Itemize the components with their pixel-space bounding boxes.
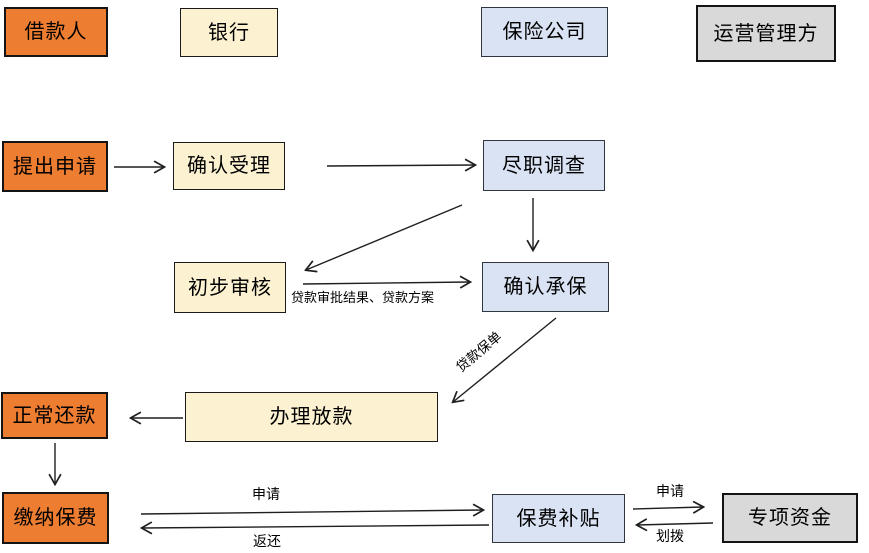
- arrow-acceptance-to-diligence: [326, 165, 475, 166]
- edge-label-allocate: 划拨: [656, 530, 684, 545]
- node-process-disbursement: 办理放款: [185, 392, 438, 442]
- node-normal-repayment: 正常还款: [1, 392, 108, 439]
- arrow-diligence-to-review: [306, 204, 463, 270]
- node-confirm-underwriting: 确认承保: [482, 262, 609, 312]
- edge-label-apply-to-fund: 申请: [656, 485, 684, 500]
- edge-label-refund: 返还: [253, 535, 281, 550]
- arrow-underwriting-to-disbursement: [453, 317, 557, 402]
- node-operator: 运营管理方: [696, 5, 836, 62]
- arrow-subsidy-refund: [142, 525, 490, 528]
- node-borrower: 借款人: [4, 7, 108, 57]
- arrow-subsidy-apply: [632, 507, 703, 509]
- node-submit-application: 提出申请: [2, 141, 108, 192]
- node-pay-premium: 缴纳保费: [2, 492, 109, 544]
- arrow-fund-allocate: [637, 523, 714, 525]
- node-due-diligence: 尽职调查: [483, 140, 605, 191]
- node-special-fund: 专项资金: [722, 493, 858, 543]
- node-preliminary-review: 初步审核: [174, 262, 286, 313]
- edge-label-approval-result: 贷款审批结果、贷款方案: [291, 290, 435, 305]
- node-confirm-acceptance: 确认受理: [173, 142, 285, 190]
- arrow-review-to-underwriting: [302, 282, 470, 284]
- node-bank: 银行: [180, 8, 278, 57]
- arrow-premium-apply: [140, 510, 483, 514]
- edge-label-apply-to-subsidy: 申请: [252, 488, 280, 503]
- node-premium-subsidy: 保费补贴: [492, 494, 625, 543]
- node-insurer: 保险公司: [481, 7, 608, 57]
